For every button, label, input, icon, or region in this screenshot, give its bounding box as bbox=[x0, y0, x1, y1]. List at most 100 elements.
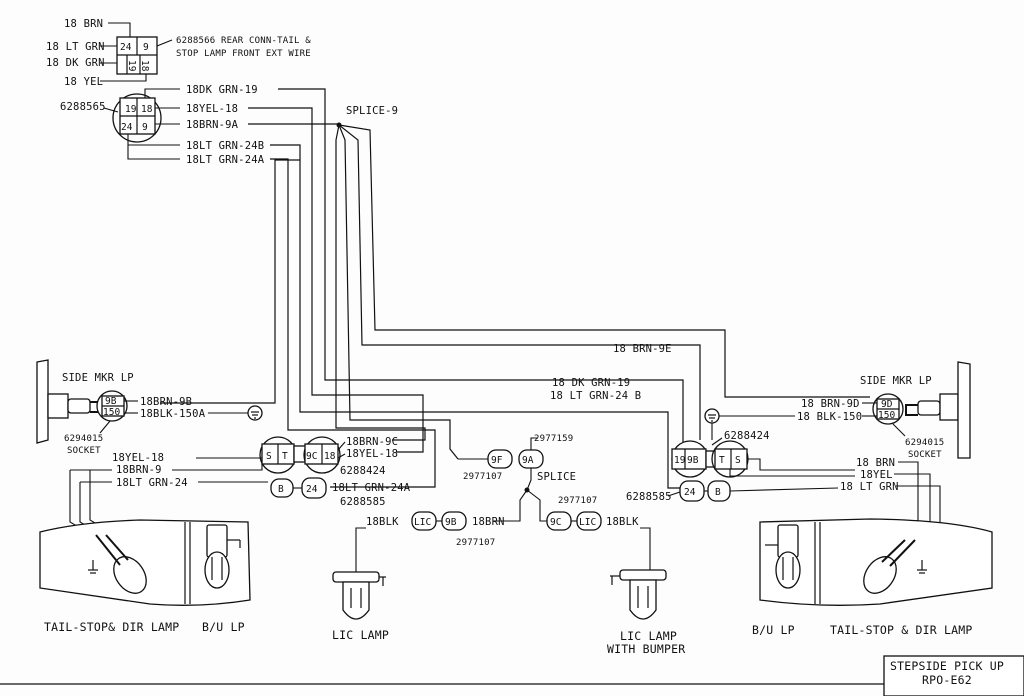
right-connector-6288424: 19 9B T S bbox=[671, 440, 749, 478]
wire-18yel-18-left: 18YEL-18 bbox=[112, 452, 164, 464]
wire-18yel-18: 18YEL-18 bbox=[186, 103, 238, 115]
wire-18lt-grn-24b: 18LT GRN-24B bbox=[186, 140, 264, 152]
wire-18blk-center-left: 18BLK bbox=[366, 516, 399, 528]
part-6288585-left: 6288585 bbox=[340, 496, 386, 508]
right-lamp1-label: B/U LP bbox=[752, 623, 795, 637]
rear-conn-label-2: STOP LAMP FRONT EXT WIRE bbox=[176, 49, 311, 59]
pin-18-left: 18 bbox=[324, 451, 336, 462]
pin-b-right: B bbox=[715, 487, 721, 498]
pin-9c-left: 9C bbox=[306, 451, 317, 462]
wire-18lt-grn-24a: 18LT GRN-24A bbox=[186, 154, 265, 166]
wire-18-brn-9d: 18 BRN-9D bbox=[801, 398, 860, 410]
title-block bbox=[0, 655, 1024, 696]
center-splice-label: SPLICE bbox=[537, 471, 576, 483]
lic-lamp-right-label-2: WITH BUMPER bbox=[607, 642, 685, 656]
pin-9c-center: 9C bbox=[550, 517, 561, 528]
part-2977107-a: 2977107 bbox=[463, 472, 502, 482]
pin-t-left: T bbox=[282, 451, 288, 462]
wire-18brn-9c: 18BRN-9C bbox=[346, 436, 398, 448]
splice-9-label: SPLICE-9 bbox=[346, 105, 398, 117]
part-6288585-right: 6288585 bbox=[626, 491, 672, 503]
wire-18blk-150a: 18BLK-150A bbox=[140, 408, 206, 420]
pin-9b-right: 9B bbox=[687, 455, 699, 466]
wire-18yel-18-right: 18YEL-18 bbox=[346, 448, 398, 460]
right-lamp-housing bbox=[759, 518, 993, 606]
part-2977107-b: 2977107 bbox=[558, 496, 597, 506]
wire-18brn-9-left: 18BRN-9 bbox=[116, 464, 162, 476]
left-connector-6288585: B 24 bbox=[270, 477, 327, 499]
pin-lic-left: LIC bbox=[414, 517, 431, 528]
pin-t-right: T bbox=[719, 455, 725, 466]
pin-9: 9 bbox=[143, 42, 149, 53]
wire-18blk-center-right: 18BLK bbox=[606, 516, 639, 528]
left-tail-stop-dir-lamp bbox=[39, 519, 251, 606]
right-lamp2-label: TAIL-STOP & DIR LAMP bbox=[830, 623, 972, 637]
wire-18dk-grn-19: 18DK GRN-19 bbox=[186, 84, 258, 96]
part-6288424-left: 6288424 bbox=[340, 465, 386, 477]
part-2977107-c: 2977107 bbox=[456, 538, 495, 548]
lic-right-connectors: 9C LIC bbox=[546, 511, 602, 531]
socket-label-right: SOCKET bbox=[908, 450, 942, 460]
pin-s-right: S bbox=[735, 455, 741, 466]
title-line-2: RPO-E62 bbox=[922, 673, 972, 687]
part-6288424-right: 6288424 bbox=[724, 430, 770, 442]
pin-9f: 9F bbox=[491, 455, 503, 466]
title-line-1: STEPSIDE PICK UP bbox=[890, 659, 1004, 673]
socket-part-left: 6294015 bbox=[64, 434, 103, 444]
wire-18-lt-grn: 18 LT GRN bbox=[46, 41, 105, 53]
wire-18lt-grn-24-left: 18LT GRN-24 bbox=[116, 477, 188, 489]
pin-9b-left: 9B bbox=[105, 396, 117, 407]
wire-18brn-center: 18BRN bbox=[472, 516, 505, 528]
pin-s-left: S bbox=[266, 451, 272, 462]
pin-150-right: 150 bbox=[878, 410, 895, 421]
wire-18brn-9a: 18BRN-9A bbox=[186, 119, 239, 131]
left-backup-lamp bbox=[204, 524, 241, 589]
left-side-marker-lamp: 9B 150 bbox=[36, 359, 128, 444]
ground-symbol-right bbox=[704, 408, 720, 424]
pin-9b-center: 9B bbox=[445, 517, 457, 528]
wire-18-brn: 18 BRN bbox=[64, 18, 103, 30]
wire-18-lt-grn-right: 18 LT GRN bbox=[840, 481, 899, 493]
right-side-marker-lamp: 9D 150 bbox=[872, 361, 971, 459]
pin-9b: 9 bbox=[142, 122, 148, 133]
pin-lic-right: LIC bbox=[579, 517, 596, 528]
rear-connector-6288566: 24 9 19 18 bbox=[116, 36, 173, 75]
wire-18lt-grn-24a-left: 18LT GRN-24A bbox=[332, 482, 411, 494]
wire-18-brn-9e: 18 BRN-9E bbox=[613, 343, 672, 355]
pin-19-right: 19 bbox=[674, 455, 686, 466]
pin-24b: 24 bbox=[121, 122, 133, 133]
left-lamp2-label: B/U LP bbox=[202, 620, 245, 634]
wire-18-dk-grn-19: 18 DK GRN-19 bbox=[552, 377, 630, 389]
part-2977159: 2977159 bbox=[534, 434, 573, 444]
socket-label-left: SOCKET bbox=[67, 446, 101, 456]
pin-9a: 9A bbox=[522, 455, 534, 466]
wire-18yel-right: 18YEL bbox=[860, 469, 893, 481]
pin-9d-right: 9D bbox=[881, 399, 893, 410]
ground-symbol-left bbox=[247, 405, 263, 421]
pin-24-left: 24 bbox=[306, 484, 318, 495]
pin-24-right: 24 bbox=[684, 487, 696, 498]
pin-18b: 18 bbox=[141, 104, 153, 115]
lic-lamp-left bbox=[332, 571, 386, 620]
right-connector-6288585: 24 B bbox=[679, 480, 731, 502]
pin-b-left: B bbox=[278, 484, 284, 495]
pin-19: 19 bbox=[126, 60, 137, 72]
left-connector-6288424: S T 9C 18 bbox=[259, 436, 341, 474]
lic-lamp-right bbox=[610, 569, 667, 620]
pin-19b: 19 bbox=[125, 104, 137, 115]
pin-24: 24 bbox=[120, 42, 132, 53]
lic-lamp-left-label: LIC LAMP bbox=[332, 628, 389, 642]
left-lamp1-label: TAIL-STOP& DIR LAMP bbox=[44, 620, 179, 634]
pin-150-left: 150 bbox=[103, 407, 120, 418]
wire-18-yel: 18 YEL bbox=[64, 76, 103, 88]
rear-conn-label-1: 6288566 REAR CONN-TAIL & bbox=[176, 36, 311, 46]
part-6288565: 6288565 bbox=[60, 101, 106, 113]
lic-lamp-right-label-1: LIC LAMP bbox=[620, 629, 677, 643]
lic-left-connectors: LIC 9B bbox=[411, 511, 467, 531]
socket-part-right: 6294015 bbox=[905, 438, 944, 448]
wire-18-blk-150: 18 BLK-150 bbox=[797, 411, 862, 423]
pin-18: 18 bbox=[139, 60, 150, 72]
right-side-marker-title: SIDE MKR LP bbox=[860, 375, 932, 387]
